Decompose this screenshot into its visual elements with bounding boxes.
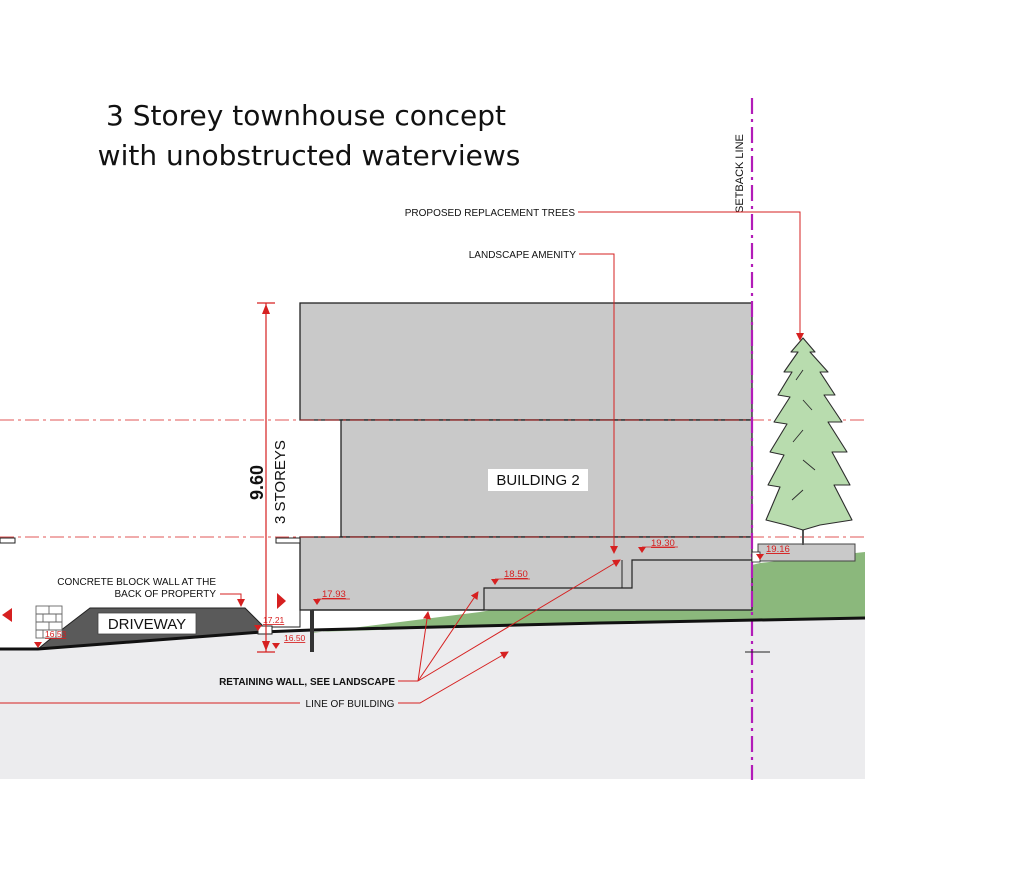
building-label-box [488, 469, 588, 491]
landscape-amenity-leader [579, 253, 618, 554]
concrete-wall-label-line-2: BACK OF PROPERTY [114, 589, 216, 600]
replacement-tree [765, 337, 853, 545]
left-level-marker [0, 537, 16, 544]
elevation-marker-1930: 19.30 [638, 538, 678, 553]
line-of-building-label: LINE OF BUILDING [306, 699, 395, 710]
building-top-storey [299, 302, 753, 421]
proposed-trees-leader [578, 211, 804, 341]
retaining-wall-leaders [398, 559, 621, 682]
elevation-marker-1653: 16.53 [34, 629, 67, 648]
elevation-marker-1793: 17.93 [313, 589, 350, 605]
ground-section [0, 618, 865, 779]
driveway-label-box [97, 612, 197, 635]
elevation-1653: 16.53 [45, 629, 67, 639]
building-edge-marker [277, 593, 286, 609]
building-label: BUILDING 2 [496, 472, 579, 489]
elevation-1930: 19.30 [651, 538, 675, 549]
setback-line-label: SETBACK LINE [734, 134, 746, 213]
elevation-1850: 18.50 [504, 569, 528, 580]
concrete-block-wall [35, 605, 63, 639]
elevation-marker-1650: 16.50 [272, 633, 306, 649]
elevation-marker-1721: 17.21 [254, 615, 285, 631]
proposed-trees-label: PROPOSED REPLACEMENT TREES [405, 208, 576, 219]
elevation-1721: 17.21 [263, 615, 285, 625]
left-marker-flag [2, 608, 12, 622]
retaining-wall-steps [312, 559, 752, 611]
elevation-1650: 16.50 [284, 633, 306, 643]
elevation-1916: 19.16 [766, 544, 790, 555]
elevation-marker-1916: 19.16 [756, 544, 790, 560]
retaining-wall-label: RETAINING WALL, SEE LANDSCAPE [219, 677, 395, 688]
concrete-wall-label-line-1: CONCRETE BLOCK WALL AT THE [57, 577, 216, 588]
retaining-wall-small [272, 610, 301, 628]
landscape-amenity-label: LANDSCAPE AMENITY [469, 250, 577, 261]
storeys-label: 3 STOREYS [272, 440, 289, 524]
title-line-2: with unobstructed waterviews [98, 139, 521, 172]
line-of-building-leader [398, 651, 509, 704]
building-level-marker [275, 537, 301, 544]
driveway-label: DRIVEWAY [108, 616, 186, 633]
height-value: 9.60 [247, 465, 267, 500]
elevation-1793: 17.93 [322, 589, 346, 600]
height-arrow-top [262, 304, 270, 314]
concrete-wall-leader [220, 593, 245, 607]
elevation-marker-1850: 18.50 [491, 569, 530, 585]
ground-line [0, 616, 866, 651]
height-arrow-bottom [262, 641, 270, 651]
title-line-1: 3 Storey townhouse concept [106, 99, 506, 132]
